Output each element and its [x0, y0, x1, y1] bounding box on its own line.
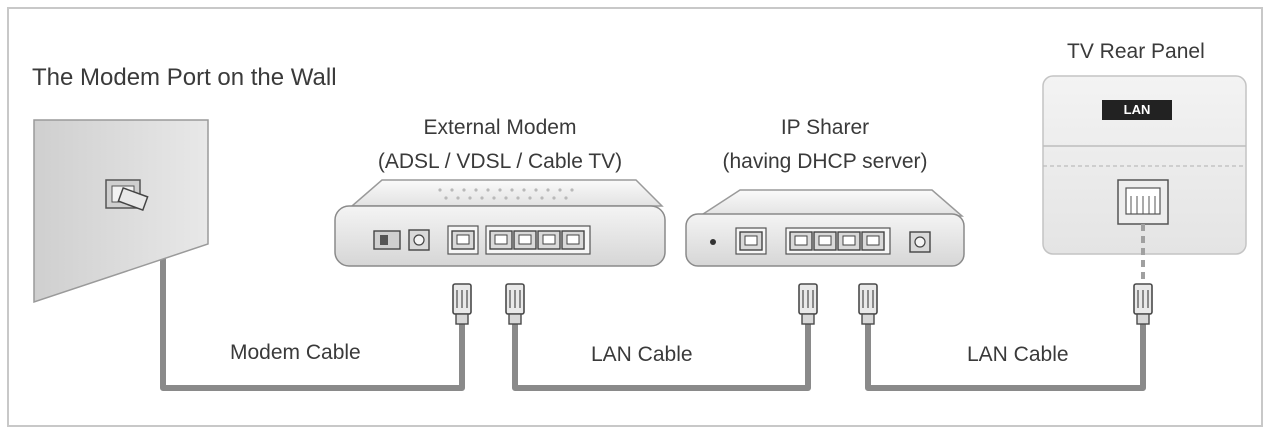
external-modem — [334, 179, 666, 267]
lan-cable-label-2: LAN Cable — [967, 343, 1069, 366]
sharer-label-line1: IP Sharer — [780, 116, 870, 139]
lan-port-badge: LAN — [1123, 102, 1151, 117]
plug-modem-lan — [505, 283, 525, 325]
plug-modem-wall — [452, 283, 472, 325]
modem-label-line1: External Modem — [423, 116, 577, 139]
connector-plugs — [452, 283, 1153, 325]
plug-sharer-out — [858, 283, 878, 325]
plug-tv — [1133, 283, 1153, 325]
diagram-frame — [7, 7, 1263, 427]
tv-rear-panel — [1042, 75, 1247, 290]
wall-port-label: The Modem Port on the Wall — [32, 64, 337, 91]
sharer-label-line2: (having DHCP server) — [722, 150, 928, 173]
wall-port — [33, 119, 209, 304]
modem-cable-label: Modem Cable — [230, 341, 361, 364]
modem-label-line2: (ADSL / VDSL / Cable TV) — [377, 150, 623, 173]
lan-cable-label-1: LAN Cable — [591, 343, 693, 366]
ip-sharer — [685, 189, 965, 267]
lan-cable-1 — [512, 322, 811, 391]
lan-cable-2 — [865, 322, 1146, 391]
tv-panel-label: TV Rear Panel — [1067, 40, 1205, 63]
plug-sharer-in — [798, 283, 818, 325]
